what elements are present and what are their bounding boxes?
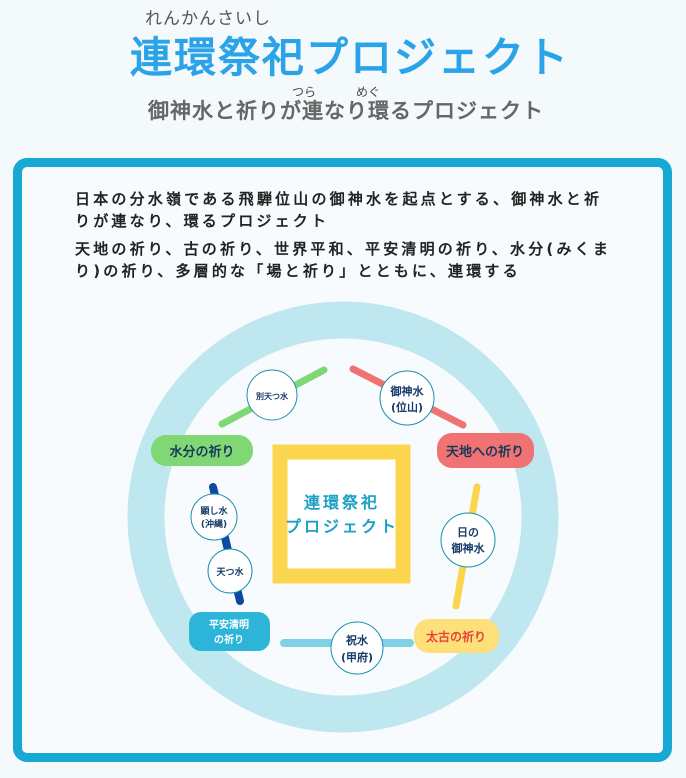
water-label: (沖縄) [201,518,227,530]
center-label: 連環祭祀 [304,493,380,512]
page-subtitle: 御神水と祈りが連なり環るプロジェクト [148,99,544,123]
pill-heian-label: の祈り [214,633,244,646]
water-amatsu [207,548,253,594]
title-ruby: れんかんさいし [145,9,271,29]
pill-taiko [414,619,499,653]
water-hino [440,512,496,568]
water-label: 日の [457,526,479,539]
pill-mikumari [151,435,253,466]
water-iwai [330,621,384,675]
water-label: 御神水 [451,541,486,555]
pill-taiko-label: 太古の祈り [426,629,486,644]
water-label: (位山) [391,400,423,414]
description-paragraph: 日本の分水嶺である飛騨位山の御神水を起点とする、御神水と祈りが連なり、環るプロジ… [75,190,603,230]
pill-heian-label: 平安清明 [209,618,249,631]
subtitle-ruby: めぐ [356,85,381,99]
pill-heian [189,612,270,651]
pill-tenchi-label: 天地への祈り [446,444,524,460]
water-label: 別天つ水 [255,391,289,401]
water-label: 天つ水 [216,566,244,578]
water-label: 御神水 [390,384,425,398]
water-betsu [246,369,298,421]
center-box [272,444,411,584]
water-goshinsui [379,370,435,426]
pill-mikumari-label: 水分の祈り [169,444,234,460]
water-label: 顕し水 [200,505,228,517]
water-utsushi [190,493,238,541]
pill-tenchi [437,433,534,468]
center-label: プロジェクト [285,517,399,536]
water-label: (甲府) [341,650,373,664]
water-label: 祝水 [346,633,369,647]
description-paragraph: 天地の祈り、古の祈り、世界平和、平安清明の祈り、水分(みくまり)の祈り、多層的な… [75,240,612,280]
page-title: 連環祭祀プロジェクト [130,33,571,82]
subtitle-ruby: つら [292,85,317,99]
